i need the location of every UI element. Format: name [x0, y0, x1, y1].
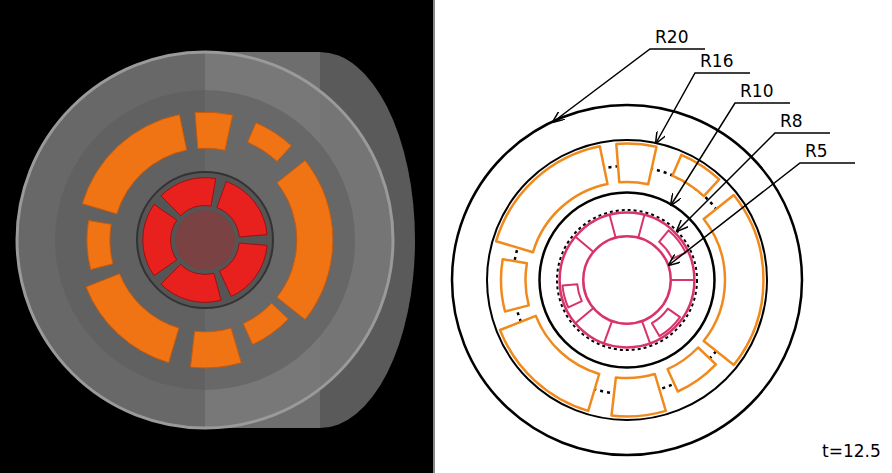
radius-dimension: R16	[700, 51, 733, 71]
inner-pocket	[652, 309, 680, 337]
leader-lines	[553, 49, 855, 265]
magnet-outline	[501, 259, 529, 311]
magnet-outline	[500, 316, 599, 411]
inner-divider	[610, 215, 616, 238]
inner-divider	[575, 237, 593, 252]
leader-r10	[671, 103, 790, 205]
circle-r5	[583, 236, 671, 324]
inner-pocket	[563, 284, 582, 307]
thickness-note: t=12.5	[822, 441, 881, 461]
leader-r8	[677, 133, 830, 231]
render-background	[0, 0, 433, 473]
magnet-outline	[612, 374, 666, 416]
leader-r20	[553, 49, 705, 122]
inner-block	[161, 178, 216, 216]
radius-dimension: R20	[655, 27, 688, 47]
magnet-block	[195, 112, 233, 150]
front-face	[17, 52, 393, 428]
magnet-block	[248, 123, 292, 162]
inner-divider	[642, 321, 650, 343]
inner-block	[161, 264, 221, 302]
magnet-block	[191, 328, 242, 368]
inner-divider	[604, 321, 612, 343]
radius-dimension: R5	[805, 141, 828, 161]
divider	[433, 0, 435, 473]
magnet-outline	[672, 155, 719, 196]
leader-r5	[669, 163, 855, 265]
magnet-block	[87, 221, 113, 270]
magnet-block	[277, 160, 333, 319]
inner-divider	[638, 215, 644, 238]
inner-block	[143, 204, 177, 275]
magnet-outline	[668, 348, 716, 392]
inner-outer-outline	[560, 213, 695, 348]
circle-r8	[557, 210, 697, 350]
magnet-outline	[616, 143, 656, 184]
inner-divider	[671, 279, 695, 281]
magnet-outline	[496, 146, 607, 252]
radius-dimension: R10	[740, 81, 773, 101]
magnet-outline	[704, 195, 764, 365]
leader-r16	[656, 73, 750, 143]
inner-divider	[575, 308, 593, 323]
magnet-block	[243, 303, 288, 344]
rotor-render	[17, 52, 415, 428]
front-face-ring	[55, 90, 355, 390]
bore	[175, 210, 235, 270]
radius-dimension: R8	[780, 111, 803, 131]
inner-ring	[137, 172, 273, 308]
